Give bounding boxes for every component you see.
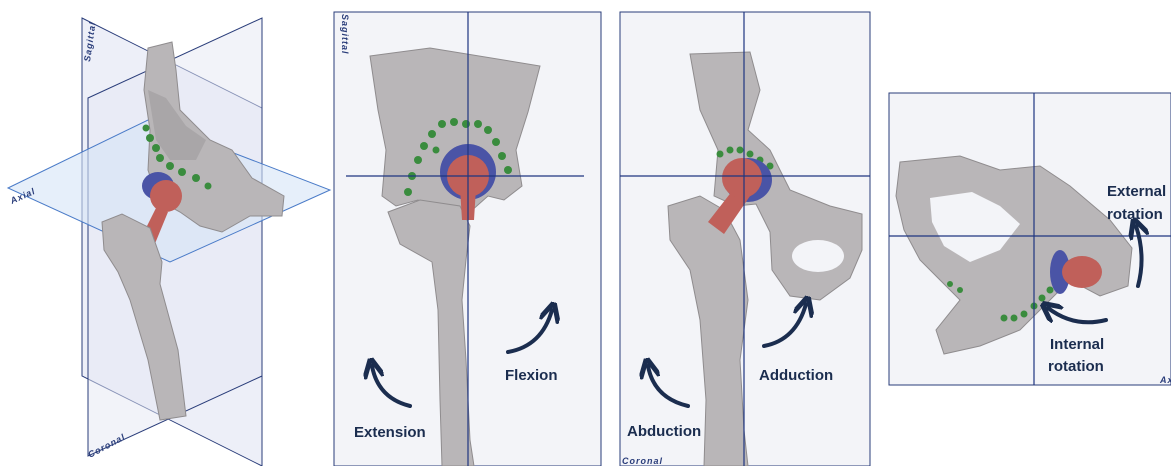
obturator-foramen-coronal xyxy=(792,240,844,272)
internal-rotation-label-line2: rotation xyxy=(1048,358,1104,375)
coronal-panel: Coronal Adduction Abduction xyxy=(620,12,870,466)
external-rotation-label-line1: External xyxy=(1107,183,1166,200)
abduction-label: Abduction xyxy=(627,423,701,440)
external-rotation-label-line2: rotation xyxy=(1107,206,1163,223)
internal-rotation-label-line1: Internal xyxy=(1050,336,1104,353)
adduction-label: Adduction xyxy=(759,367,833,384)
isometric-panel: Sagittal Axial Coronal xyxy=(8,18,330,466)
sagittal-panel: Sagittal Flexion Extension xyxy=(334,12,601,466)
femoral-head-iso xyxy=(150,180,182,212)
coronal-panel-label: Coronal xyxy=(622,456,663,466)
axial-panel: Axial External rotation Internal rotatio… xyxy=(889,93,1171,385)
sagittal-panel-label: Sagittal xyxy=(340,14,350,55)
axial-panel-label: Axial xyxy=(1159,375,1171,385)
extension-label: Extension xyxy=(354,424,426,441)
femoral-head-coronal xyxy=(722,158,762,198)
flexion-label: Flexion xyxy=(505,367,558,384)
femoral-head-axial xyxy=(1062,256,1102,288)
